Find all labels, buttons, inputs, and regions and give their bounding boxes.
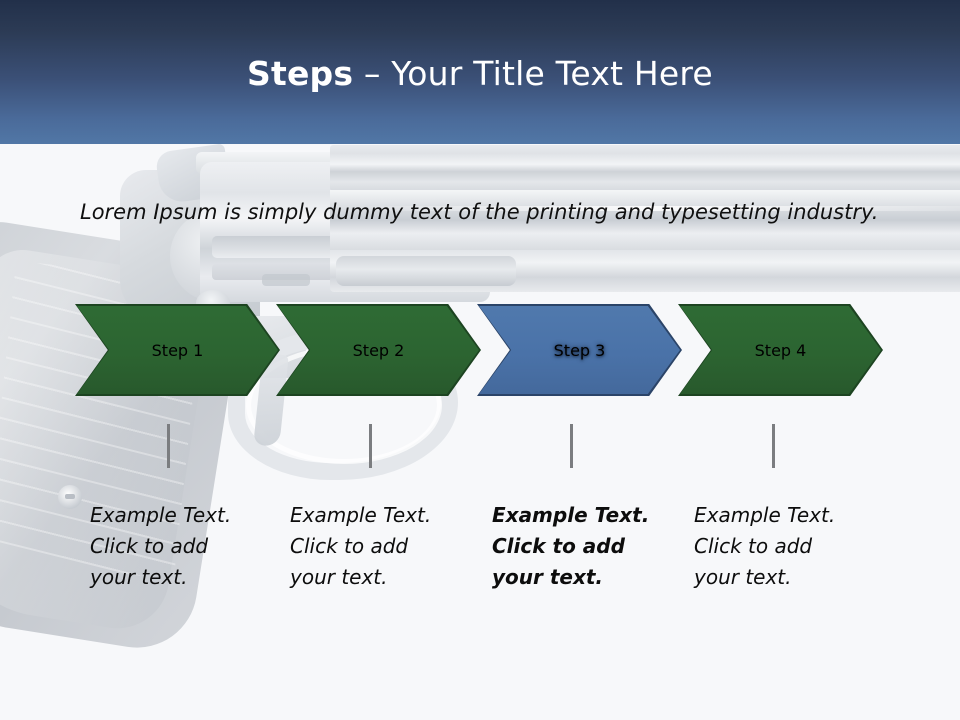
step-3-caption[interactable]: Example Text. Click to add your text.	[492, 500, 672, 593]
step-3-fill: Step 3	[479, 306, 680, 394]
step-4-fill: Step 4	[680, 306, 881, 394]
page-title-rest: – Your Title Text Here	[353, 54, 713, 93]
connector-tick-2	[369, 424, 372, 468]
gun-cylinder-shape	[200, 162, 490, 302]
title-banner: Steps – Your Title Text Here	[0, 0, 960, 144]
step-4-caption-line-3: your text.	[694, 565, 792, 589]
intro-paragraph: Lorem Ipsum is simply dummy text of the …	[80, 200, 879, 224]
step-2-caption-line-3: your text.	[290, 565, 388, 589]
step-1-caption-line-1: Example Text.	[90, 503, 232, 527]
process-step-1[interactable]: Step 1	[75, 304, 280, 396]
step-1-fill: Step 1	[77, 306, 278, 394]
step-4-label: Step 4	[754, 340, 807, 360]
gun-frame-shape	[120, 170, 260, 320]
step-1-caption-line-2: Click to add	[90, 534, 209, 558]
gun-cylinder-flute-lower	[212, 264, 474, 280]
step-2-fill: Step 2	[278, 306, 479, 394]
gun-topstrap-shape	[196, 152, 496, 174]
connector-tick-3	[570, 424, 573, 468]
step-4-caption-line-2: Click to add	[694, 534, 813, 558]
step-2-caption-line-2: Click to add	[290, 534, 409, 558]
page-title-bold: Steps	[247, 54, 354, 93]
step-2-caption[interactable]: Example Text. Click to add your text.	[290, 500, 470, 593]
step-3-label: Step 3	[553, 340, 606, 360]
gun-cylinder-flute-upper	[212, 236, 474, 258]
gun-barrel-underlug	[330, 250, 960, 292]
gun-barrel-top	[330, 145, 960, 191]
process-step-4[interactable]: Step 4	[678, 304, 883, 396]
step-1-label: Step 1	[151, 340, 204, 360]
step-3-caption-line-1: Example Text.	[492, 503, 650, 527]
step-1-caption-line-3: your text.	[90, 565, 188, 589]
step-3-caption-line-2: Click to add	[492, 534, 625, 558]
gun-ejector-rod	[336, 256, 516, 286]
step-4-caption[interactable]: Example Text. Click to add your text.	[694, 500, 874, 593]
step-3-caption-line-3: your text.	[492, 565, 604, 589]
gun-cylinder-notch	[262, 274, 310, 286]
page-title: Steps – Your Title Text Here	[0, 54, 960, 94]
step-2-caption-line-1: Example Text.	[290, 503, 432, 527]
connector-tick-4	[772, 424, 775, 468]
step-1-caption[interactable]: Example Text. Click to add your text.	[90, 500, 270, 593]
connector-tick-1	[167, 424, 170, 468]
process-step-3[interactable]: Step 3	[477, 304, 682, 396]
process-chevron-row: Step 1 Step 2 Step 3 Step 4	[0, 304, 960, 396]
step-2-label: Step 2	[352, 340, 405, 360]
process-step-2[interactable]: Step 2	[276, 304, 481, 396]
gun-grip-screw	[58, 485, 82, 509]
step-4-caption-line-1: Example Text.	[694, 503, 836, 527]
